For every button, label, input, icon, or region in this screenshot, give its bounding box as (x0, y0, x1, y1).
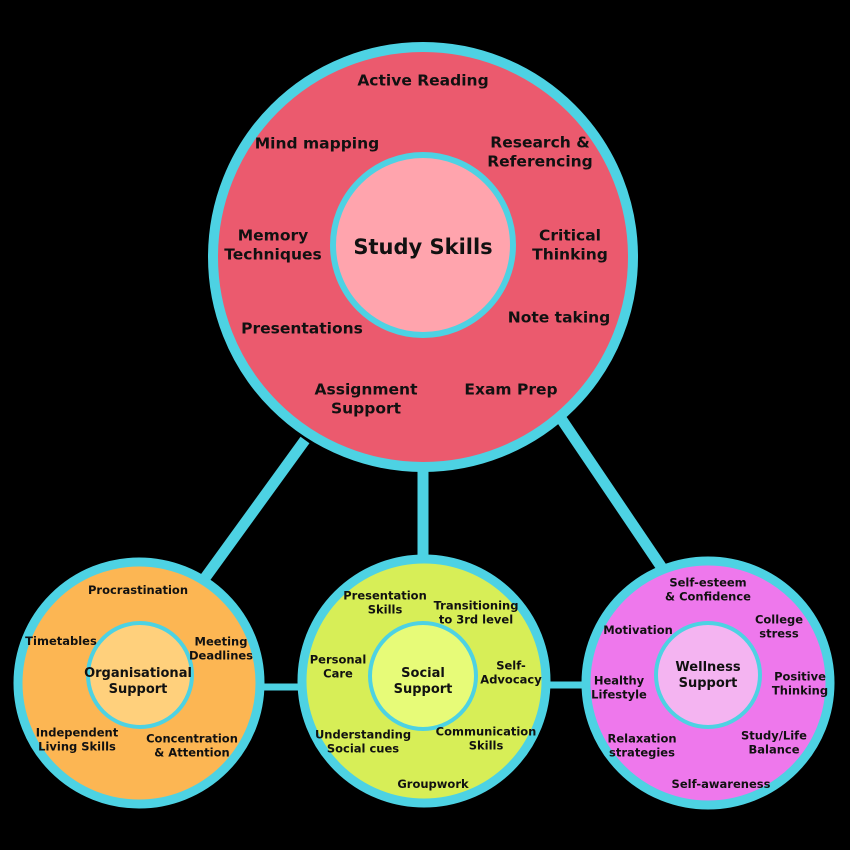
social-inner-circle (370, 623, 476, 729)
study-skills-inner-ring (330, 152, 516, 338)
wellness-outer-ring (581, 556, 835, 810)
wellness-item-self-esteem: Self-esteem& Confidence (665, 575, 751, 604)
study-item-active-reading: Active Reading (357, 71, 489, 90)
organisational-item-concentration-attention: Concentration& Attention (146, 731, 238, 760)
organisational-inner-ring (86, 621, 194, 729)
social-outer-ring (297, 554, 551, 808)
social-inner-ring (368, 621, 478, 731)
study-skills-outer-ring (208, 42, 638, 472)
organisational-outer-ring (13, 557, 265, 809)
study-item-note-taking: Note taking (507, 308, 611, 327)
wellness-inner-ring (654, 621, 762, 729)
study-item-exam-prep: Exam Prep (464, 380, 558, 399)
wellness-item-self-awareness: Self-awareness (671, 776, 771, 791)
wellness-item-motivation: Motivation (603, 622, 673, 637)
organisational-inner-circle (88, 623, 192, 727)
study-item-mind-mapping: Mind mapping (254, 134, 380, 153)
study-skills-title: Study Skills (353, 234, 493, 259)
study-item-research-referencing: Research &Referencing (487, 133, 593, 171)
study-item-presentations: Presentations (241, 319, 363, 338)
connector-study-wellness (557, 416, 667, 572)
social-item-groupwork: Groupwork (397, 776, 469, 791)
organisational-item-procrastination: Procrastination (87, 582, 189, 597)
study-skills-inner-circle (333, 155, 513, 335)
wellness-inner-circle (656, 623, 760, 727)
connector-study-organisational (200, 436, 310, 582)
social-item-self-advocacy: Self-Advocacy (480, 658, 542, 687)
organisational-item-timetables: Timetables (25, 633, 97, 648)
